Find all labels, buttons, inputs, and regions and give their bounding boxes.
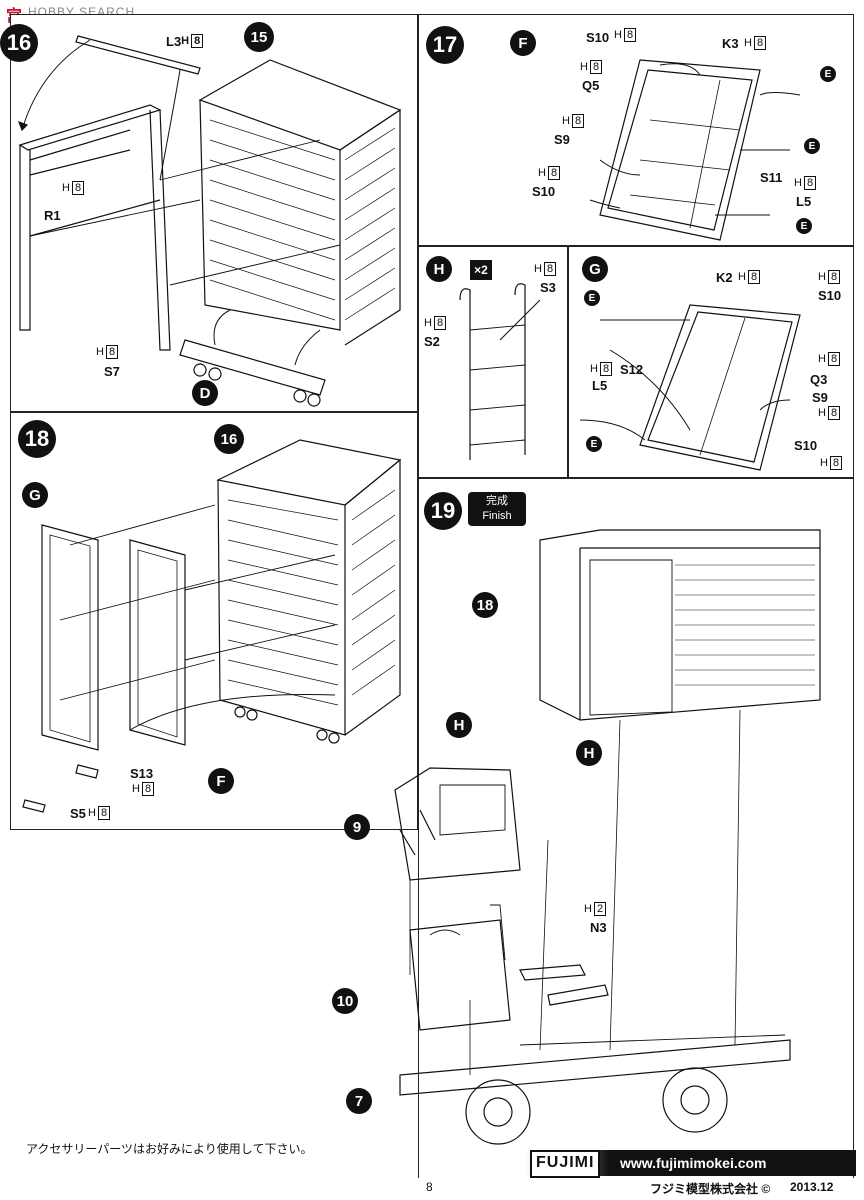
cargo-box-16 bbox=[216, 439, 402, 506]
label-s7: S7 bbox=[104, 364, 120, 379]
door-frame-f bbox=[599, 59, 761, 241]
cargo-box-15 bbox=[198, 59, 402, 151]
ref-10: 10 bbox=[332, 988, 358, 1014]
publish-date: 2013.12 bbox=[790, 1180, 834, 1194]
interior-part-10 bbox=[409, 919, 511, 1031]
label-s10-g2: S10 bbox=[794, 438, 818, 453]
sub-e-4: E bbox=[584, 290, 600, 306]
brand-logo: FUJIMI bbox=[530, 1150, 601, 1178]
step-18-marker: 18 bbox=[18, 420, 56, 458]
label-q5: Q5 bbox=[582, 78, 600, 93]
frame-part-d bbox=[179, 339, 326, 396]
ladder-part bbox=[459, 283, 526, 460]
step-16-marker: 16 bbox=[0, 24, 38, 62]
step-17-marker: 17 bbox=[426, 26, 464, 64]
finish-jp: 完成 bbox=[486, 495, 508, 507]
ref-15: 15 bbox=[244, 22, 274, 52]
ref-7: 7 bbox=[346, 1088, 372, 1114]
label-r1: R1 bbox=[44, 208, 61, 223]
step-19-marker: 19 bbox=[424, 492, 462, 530]
door-part-g-left bbox=[41, 524, 99, 751]
sub-h-19a: H bbox=[446, 712, 472, 738]
roof-rail-part bbox=[75, 35, 201, 75]
ref-18: 18 bbox=[472, 592, 498, 618]
sub-f-18: F bbox=[208, 768, 234, 794]
multiplier-x2: ×2 bbox=[470, 260, 492, 280]
label-l5-g: L5 bbox=[592, 378, 608, 393]
sub-e-3: E bbox=[796, 218, 812, 234]
sub-h-19b: H bbox=[576, 740, 602, 766]
chassis-part-7 bbox=[399, 1039, 791, 1096]
sub-f-17: F bbox=[510, 30, 536, 56]
label-s10-bottom: S10 bbox=[532, 184, 556, 199]
ref-9: 9 bbox=[344, 814, 370, 840]
sub-e-1: E bbox=[820, 66, 836, 82]
label-s5: S5 bbox=[70, 806, 86, 821]
sub-e-5: E bbox=[586, 436, 602, 452]
company-name: フジミ模型株式会社 © bbox=[650, 1182, 771, 1196]
finish-tag: 完成 Finish bbox=[468, 492, 526, 526]
label-s10-g: S10 bbox=[818, 288, 842, 303]
panel-step-18 bbox=[10, 412, 418, 830]
label-n3: N3 bbox=[590, 920, 607, 935]
ref-16: 16 bbox=[214, 424, 244, 454]
label-s9: S9 bbox=[554, 132, 570, 147]
finished-cargo-box bbox=[539, 529, 821, 721]
label-k3: K3 bbox=[722, 36, 739, 51]
panel-step-17 bbox=[418, 14, 854, 246]
label-s12: S12 bbox=[620, 362, 644, 377]
label-s11: S11 bbox=[760, 170, 783, 185]
sub-d: D bbox=[192, 380, 218, 406]
label-s3: S3 bbox=[540, 280, 556, 295]
label-s9-g: S9 bbox=[812, 390, 828, 405]
door-frame-g bbox=[639, 304, 801, 471]
label-s10-top: S10 bbox=[586, 30, 610, 45]
panel-step-16 bbox=[10, 14, 418, 412]
door-part-f-right bbox=[129, 539, 186, 746]
label-l5-17: L5 bbox=[796, 194, 812, 209]
label-k2: K2 bbox=[716, 270, 733, 285]
sub-g-18: G bbox=[22, 482, 48, 508]
label-s2: S2 bbox=[424, 334, 440, 349]
page-number: 8 bbox=[426, 1180, 433, 1194]
accessory-note: アクセサリーパーツはお好みにより使用して下さい。 bbox=[26, 1142, 313, 1156]
label-s13: S13 bbox=[130, 766, 154, 781]
sub-g-panel: G bbox=[582, 256, 608, 282]
finish-en: Finish bbox=[482, 510, 512, 522]
cab-part-9 bbox=[394, 767, 521, 881]
website-link[interactable]: www.fujimimokei.com bbox=[620, 1155, 767, 1171]
sub-e-2: E bbox=[804, 138, 820, 154]
label-q3: Q3 bbox=[810, 372, 828, 387]
panel-door-g bbox=[568, 246, 854, 478]
panel-ladder-h bbox=[418, 246, 568, 478]
sub-h: H bbox=[426, 256, 452, 282]
